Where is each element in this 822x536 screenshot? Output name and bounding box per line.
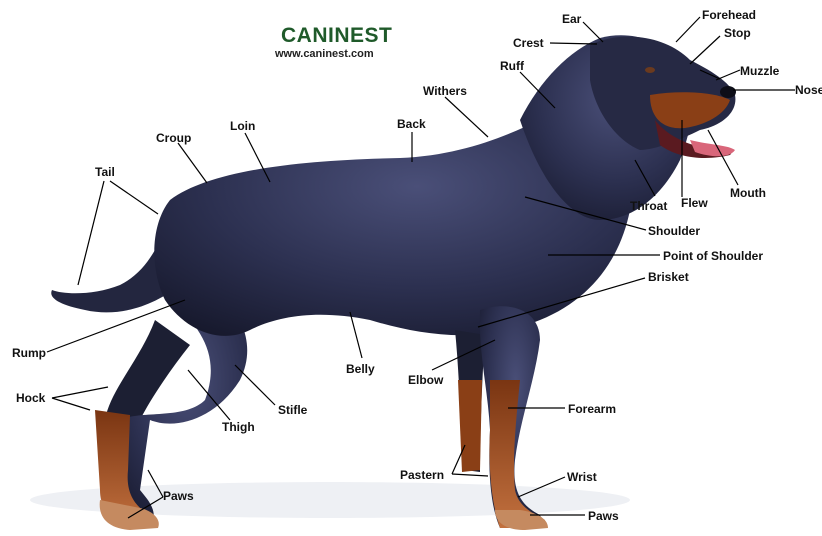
label-ruff: Ruff	[500, 59, 524, 73]
loin-line	[245, 133, 270, 182]
pastern-line-1	[452, 445, 465, 474]
belly-line	[350, 312, 362, 358]
pastern-line-2	[452, 474, 488, 476]
brisket-line	[478, 278, 645, 327]
brand-url: www.caninest.com	[275, 48, 374, 60]
label-flew: Flew	[681, 196, 708, 210]
label-wrist: Wrist	[567, 470, 597, 484]
label-nose: Nose	[795, 83, 822, 97]
tail-line-1	[78, 181, 104, 285]
label-forearm: Forearm	[568, 402, 616, 416]
label-mouth: Mouth	[730, 186, 766, 200]
ruff-line	[520, 72, 555, 108]
stop-line	[690, 36, 720, 64]
label-paws-hind: Paws	[163, 489, 194, 503]
label-stop: Stop	[724, 26, 751, 40]
label-elbow: Elbow	[408, 373, 443, 387]
mouth-line	[708, 130, 738, 185]
label-tail: Tail	[95, 165, 115, 179]
brand-logo-title: CANINEST	[281, 24, 392, 48]
hock-line-1	[52, 387, 108, 398]
label-belly: Belly	[346, 362, 375, 376]
label-back: Back	[397, 117, 426, 131]
tail-line-2	[110, 181, 158, 214]
paws-hind-line-1	[148, 470, 163, 497]
label-shoulder: Shoulder	[648, 224, 700, 238]
label-rump: Rump	[12, 346, 46, 360]
hock-line-2	[52, 398, 90, 410]
label-brisket: Brisket	[648, 270, 689, 284]
withers-line	[445, 97, 488, 137]
paws-hind-line-2	[128, 497, 163, 518]
ear-line	[583, 22, 603, 42]
label-croup: Croup	[156, 131, 191, 145]
elbow-line	[432, 340, 495, 370]
label-withers: Withers	[423, 84, 467, 98]
crest-line	[550, 43, 597, 44]
shoulder-line	[525, 197, 646, 230]
label-stifle: Stifle	[278, 403, 307, 417]
label-point-of-shoulder: Point of Shoulder	[663, 249, 763, 263]
label-crest: Crest	[513, 36, 544, 50]
label-thigh: Thigh	[222, 420, 255, 434]
label-muzzle: Muzzle	[740, 64, 779, 78]
wrist-line	[518, 477, 565, 497]
label-loin: Loin	[230, 119, 255, 133]
croup-line	[178, 143, 207, 183]
label-ear: Ear	[562, 12, 581, 26]
forehead-line	[676, 17, 700, 42]
throat-line	[635, 160, 655, 196]
label-forehead: Forehead	[702, 8, 756, 22]
stifle-line	[235, 365, 275, 405]
label-pastern: Pastern	[400, 468, 444, 482]
muzzle-line-2	[700, 70, 720, 79]
rump-line	[47, 300, 185, 352]
label-paws-front: Paws	[588, 509, 619, 523]
label-throat: Throat	[630, 199, 667, 213]
label-hock: Hock	[16, 391, 45, 405]
thigh-line	[188, 370, 230, 420]
